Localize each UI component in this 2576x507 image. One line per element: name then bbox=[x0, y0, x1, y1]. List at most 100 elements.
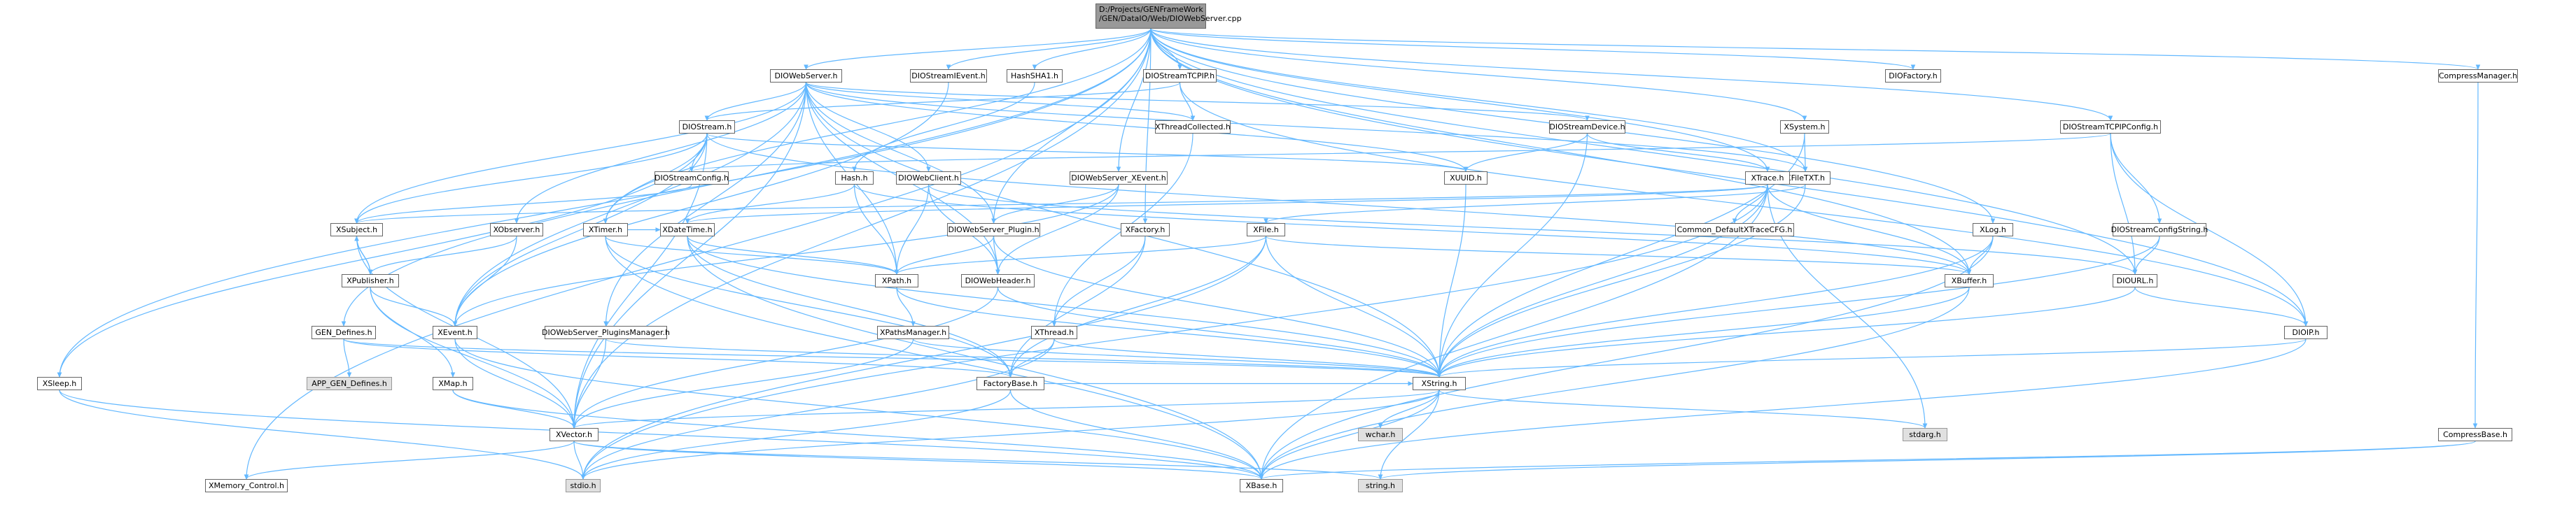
edge-root-to-CompressManager_h bbox=[1150, 28, 2478, 69]
node-diostreamievent-h[interactable]: DIOStreamIEvent.h bbox=[910, 69, 987, 83]
node-xsleep-h[interactable]: XSleep.h bbox=[37, 377, 82, 390]
edge-DIOWebServer_h-to-XFileTXT_h bbox=[805, 82, 1806, 171]
node-xobserver-h[interactable]: XObserver.h bbox=[490, 223, 543, 236]
node-hash-h[interactable]: Hash.h bbox=[835, 171, 874, 185]
node-diowebheader-h[interactable]: DIOWebHeader.h bbox=[961, 274, 1035, 287]
node-stdarg-h[interactable]: stdarg.h bbox=[1903, 428, 1947, 441]
edge-XVector_h-to-XBase_h bbox=[573, 441, 1261, 479]
node-wchar-h[interactable]: wchar.h bbox=[1358, 428, 1403, 441]
node-root-file[interactable]: D:/Projects/GENFrameWork /GEN/DataIO/Web… bbox=[1096, 3, 1242, 29]
node-gen-defines-h[interactable]: GEN_Defines.h bbox=[312, 326, 376, 339]
node-xpath-h[interactable]: XPath.h bbox=[875, 274, 918, 287]
edge-XDateTime_h-to-XPath_h bbox=[687, 236, 897, 274]
edge-DIOIP_h-to-XBase_h bbox=[1261, 338, 2306, 479]
edge-DIOWebServer_Plugin_h-to-XString_h bbox=[993, 236, 1440, 377]
edge-DIOWebServer_h-to-XThreadCollected_h bbox=[805, 82, 1194, 120]
node-xpathsmanager-h[interactable]: XPathsManager.h bbox=[877, 326, 949, 339]
node-diostreamdevice-h[interactable]: DIOStreamDevice.h bbox=[1549, 120, 1625, 134]
node-diowebserver-plugin-h[interactable]: DIOWebServer_Plugin.h bbox=[947, 223, 1040, 236]
edge-XPublisher_h-to-XVector_h bbox=[370, 287, 574, 428]
edge-DIOStreamDevice_h-to-XString_h bbox=[1439, 133, 1588, 377]
node-xbase-h[interactable]: XBase.h bbox=[1240, 479, 1283, 492]
edge-DIOWebServer_h-to-DIOWebClient_h bbox=[805, 82, 929, 171]
edge-CompressManager_h-to-CompressBase_h bbox=[2475, 82, 2479, 428]
node-diofactory-h[interactable]: DIOFactory.h bbox=[1885, 69, 1941, 83]
node-xdatetime-h[interactable]: XDateTime.h bbox=[660, 223, 715, 236]
node-diowebserver-h[interactable]: DIOWebServer.h bbox=[770, 69, 842, 83]
edge-XTrace_h-to-XSubject_h bbox=[357, 184, 1768, 223]
node-xvector-h[interactable]: XVector.h bbox=[550, 428, 598, 441]
edge-DIOStream_h-to-XEvent_h bbox=[455, 133, 708, 326]
edge-XMap_h-to-XVector_h bbox=[452, 390, 574, 428]
edge-XFactory_h-to-FactoryBase_h bbox=[1011, 236, 1146, 377]
edge-root-to-HashSHA1_h bbox=[1035, 28, 1152, 69]
node-xstring-h[interactable]: XString.h bbox=[1413, 377, 1466, 390]
node-xpublisher-h[interactable]: XPublisher.h bbox=[342, 274, 399, 287]
edge-XSleep_h-to-XBase_h bbox=[59, 390, 1261, 479]
edge-root-to-XFactory_h bbox=[1145, 28, 1152, 223]
node-string-h[interactable]: string.h bbox=[1358, 479, 1403, 492]
node-xlog-h[interactable]: XLog.h bbox=[1973, 223, 2013, 236]
edge-XPath_h-to-XString_h bbox=[896, 287, 1439, 377]
node-diostreamtcpip-h[interactable]: DIOStreamTCPIP.h bbox=[1143, 69, 1217, 83]
node-diostreamconfig-h[interactable]: DIOStreamConfig.h bbox=[654, 171, 729, 185]
edge-XDateTime_h-to-XBase_h bbox=[687, 236, 1261, 479]
edge-DIOStreamTCPIPConfig_h-to-DIOStreamConfigString_h bbox=[2110, 133, 2160, 223]
edge-XDateTime_h-to-XString_h bbox=[687, 236, 1439, 377]
edge-HashSHA1_h-to-Hash_h bbox=[855, 82, 1035, 171]
node-compressbase-h[interactable]: CompressBase.h bbox=[2438, 428, 2512, 441]
node-stdio-h[interactable]: stdio.h bbox=[566, 479, 601, 492]
node-compressmanager-h[interactable]: CompressManager.h bbox=[2438, 69, 2518, 83]
node-xtrace-h[interactable]: XTrace.h bbox=[1745, 171, 1790, 185]
node-xsubject-h[interactable]: XSubject.h bbox=[330, 223, 383, 236]
edge-DIOStreamTCPIPConfig_h-to-DIOStreamConfig_h bbox=[692, 133, 2111, 171]
edge-DIOWebServer_Plugin_h-to-XPath_h bbox=[897, 236, 995, 274]
edge-XFile_h-to-FactoryBase_h bbox=[1011, 236, 1267, 377]
edge-DIOStream_h-to-XSubject_h bbox=[357, 133, 708, 223]
node-diourl-h[interactable]: DIOURL.h bbox=[2113, 274, 2157, 287]
edge-DIOWebServer_h-to-DIOStream_h bbox=[707, 82, 807, 120]
node-xsystem-h[interactable]: XSystem.h bbox=[1780, 120, 1829, 134]
node-common-defaultxtracecfg-h[interactable]: Common_DefaultXTraceCFG.h bbox=[1675, 223, 1794, 236]
node-xbuffer-h[interactable]: XBuffer.h bbox=[1945, 274, 1994, 287]
node-hashsha1-h[interactable]: HashSHA1.h bbox=[1007, 69, 1063, 83]
node-app-gen-defines-h[interactable]: APP_GEN_Defines.h bbox=[307, 377, 392, 390]
node-xfile-h[interactable]: XFile.h bbox=[1247, 223, 1285, 236]
node-xmap-h[interactable]: XMap.h bbox=[433, 377, 473, 390]
edge-root-to-XMemory_Control_h bbox=[246, 28, 1152, 479]
edge-DIOURL_h-to-DIOIP_h bbox=[2134, 287, 2306, 326]
node-xmemory-control-h[interactable]: XMemory_Control.h bbox=[205, 479, 288, 492]
edge-XLog_h-to-XBuffer_h bbox=[1969, 236, 1994, 274]
edge-XTrace_h-to-stdio_h bbox=[583, 184, 1768, 479]
node-diostreamconfigstring-h[interactable]: DIOStreamConfigString.h bbox=[2111, 223, 2208, 236]
node-diowebclient-h[interactable]: DIOWebClient.h bbox=[896, 171, 961, 185]
node-xthread-h[interactable]: XThread.h bbox=[1031, 326, 1077, 339]
edge-DIOWebServer_Plugin_h-to-DIOWebHeader_h bbox=[993, 236, 998, 274]
edge-XPathsManager_h-to-XVector_h bbox=[574, 338, 914, 428]
node-xevent-h[interactable]: XEvent.h bbox=[433, 326, 477, 339]
node-dioip-h[interactable]: DIOIP.h bbox=[2284, 326, 2328, 339]
edge-XThread_h-to-XString_h bbox=[1054, 338, 1439, 377]
edge-XTrace_h-to-XDateTime_h bbox=[687, 184, 1768, 223]
edge-XTimer_h-to-FactoryBase_h bbox=[605, 236, 1011, 377]
node-factorybase-h[interactable]: FactoryBase.h bbox=[976, 377, 1044, 390]
edge-XObserver_h-to-XEvent_h bbox=[455, 236, 517, 326]
node-diowebserver-pluginsmanager-h[interactable]: DIOWebServer_PluginsManager.h bbox=[542, 326, 670, 339]
node-xfiletxt-h[interactable]: XFileTXT.h bbox=[1780, 171, 1830, 185]
edge-XBuffer_h-to-XString_h bbox=[1439, 287, 1970, 377]
edge-DIOStream_h-to-XSleep_h bbox=[59, 133, 708, 377]
node-xthreadcollected-h[interactable]: XThreadCollected.h bbox=[1155, 120, 1231, 134]
node-diostreamtcpipconfig-h[interactable]: DIOStreamTCPIPConfig.h bbox=[2060, 120, 2161, 134]
edge-XTimer_h-to-XBase_h bbox=[605, 236, 1261, 479]
edge-XVector_h-to-XMemory_Control_h bbox=[246, 441, 575, 479]
edge-XFile_h-to-XString_h bbox=[1265, 236, 1440, 377]
edge-root-to-DIOStreamTCPIPConfig_h bbox=[1150, 28, 2110, 120]
node-xtimer-h[interactable]: XTimer.h bbox=[583, 223, 628, 236]
edge-XTrace_h-to-XBuffer_h bbox=[1767, 184, 1969, 274]
node-diostream-h[interactable]: DIOStream.h bbox=[679, 120, 735, 134]
node-xfactory-h[interactable]: XFactory.h bbox=[1121, 223, 1170, 236]
node-xuuid-h[interactable]: XUUID.h bbox=[1444, 171, 1488, 185]
node-diowebserver-xevent-h[interactable]: DIOWebServer_XEvent.h bbox=[1070, 171, 1168, 185]
